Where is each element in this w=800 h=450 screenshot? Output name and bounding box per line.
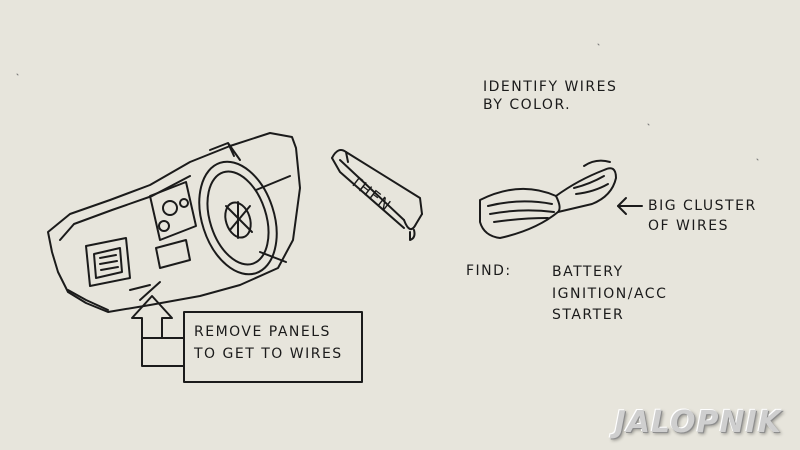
remove-panels-note: REMOVE PANELS TO GET TO WIRES [194, 322, 343, 365]
find-label: FIND: [466, 263, 512, 279]
remove-line-1: REMOVE PANELS [194, 324, 331, 340]
identify-line-2: BY COLOR. [483, 97, 572, 114]
identify-wires-note: IDENTIFY WIRES BY COLOR. [483, 78, 617, 114]
cluster-line-1: BIG CLUSTER [648, 198, 757, 214]
dashboard-drawing [47, 132, 301, 313]
cluster-line-2: OF WIRES [648, 218, 729, 235]
up-arrow-callout [131, 295, 363, 383]
paper-speckles [16, 43, 759, 161]
then-ribbon [331, 149, 423, 241]
find-item-battery: BATTERY [552, 264, 624, 280]
left-arrow-icon [617, 197, 643, 215]
identify-line-1: IDENTIFY WIRES [483, 79, 618, 95]
wire-cluster-drawing [479, 159, 617, 239]
watermark-logo: JALOPNIK [614, 405, 782, 440]
big-cluster-note: BIG CLUSTER OF WIRES [648, 196, 757, 237]
find-item-starter: STARTER [552, 307, 625, 324]
remove-line-2: TO GET TO WIRES [194, 345, 343, 362]
find-list: BATTERY IGNITION/ACC STARTER [552, 262, 667, 327]
find-item-ignition: IGNITION/ACC [552, 285, 668, 302]
